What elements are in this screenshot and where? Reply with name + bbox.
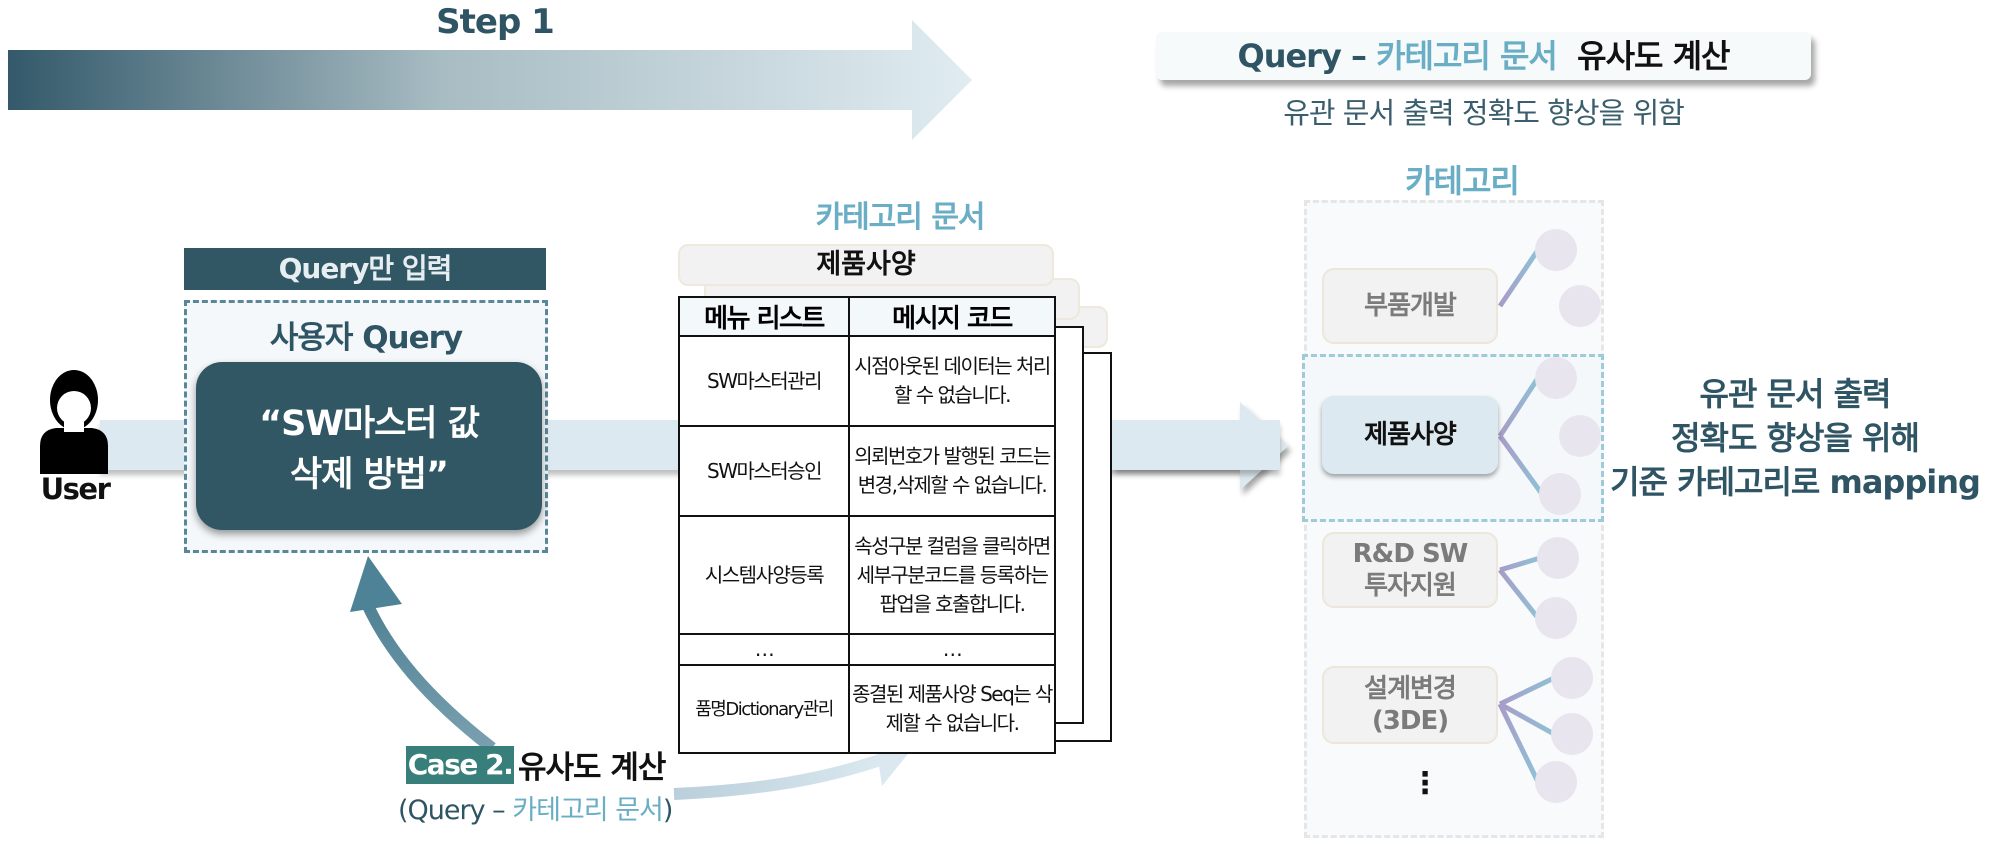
table-row: SW마스터승인 의뢰번호가 발행된 코드는 변경,삭제할 수 없습니다. xyxy=(678,425,1056,517)
category-item-design-change[interactable]: 설계변경 (3DE) xyxy=(1322,666,1498,744)
categories-label: 카테고리 xyxy=(1405,162,1520,200)
category-item-label-2: 투자지원 xyxy=(1364,571,1457,601)
category-item-label-2: (3DE) xyxy=(1371,706,1449,736)
menu-cell: 시스템사양등록 xyxy=(678,515,850,635)
step-arrow xyxy=(8,20,972,140)
query-only-banner: Query만 입력 xyxy=(184,248,546,290)
menu-cell: … xyxy=(678,633,850,666)
column-header-message: 메시지 코드 xyxy=(848,296,1056,337)
step-label: Step 1 xyxy=(436,2,555,42)
curved-arrow-right xyxy=(673,754,882,800)
document-table: 메뉴 리스트 메시지 코드 SW마스터관리 시점아웃된 데이터는 처리할 수 없… xyxy=(678,296,1056,754)
case-badge-number: 2. xyxy=(485,748,514,781)
table-header-row: 메뉴 리스트 메시지 코드 xyxy=(678,296,1056,337)
category-item-label: 제품사양 xyxy=(1364,420,1457,450)
query-card: “SW마스터 값 삭제 방법” xyxy=(196,362,542,530)
query-text-line1: “SW마스터 값 xyxy=(259,404,480,444)
category-leaf-node xyxy=(1559,415,1601,457)
column-header-menu: 메뉴 리스트 xyxy=(678,296,850,337)
message-cell: 시점아웃된 데이터는 처리할 수 없습니다. xyxy=(848,335,1056,427)
category-leaf-node xyxy=(1535,597,1577,639)
user-query-label: 사용자 Query xyxy=(269,320,463,356)
category-item-label: R&D SW xyxy=(1352,539,1469,569)
category-branch xyxy=(1498,568,1540,620)
case-badge: Case 2. xyxy=(406,746,514,784)
category-branch xyxy=(1497,376,1541,438)
category-item-label: 설계변경 xyxy=(1364,674,1457,704)
menu-cell: 품명Dictionary관리 xyxy=(678,664,850,754)
message-cell: … xyxy=(848,633,1056,666)
category-branch xyxy=(1498,675,1556,707)
table-row: 품명Dictionary관리 종결된 제품사양 Seq는 삭제할 수 없습니다. xyxy=(678,664,1056,754)
document-title: 제품사양 xyxy=(678,244,1054,286)
category-leaf-node xyxy=(1535,761,1577,803)
category-leaf-node xyxy=(1535,357,1577,399)
title-similarity: 유사도 계산 xyxy=(1577,37,1730,75)
curved-arrow-up-head xyxy=(350,556,402,612)
menu-cell: SW마스터관리 xyxy=(678,335,850,427)
message-cell: 종결된 제품사양 Seq는 삭제할 수 없습니다. xyxy=(848,664,1056,754)
category-leaf-node xyxy=(1559,285,1601,327)
title-category-doc: 카테고리 문서 xyxy=(1376,37,1558,75)
category-item-product-spec[interactable]: 제품사양 xyxy=(1322,396,1498,474)
category-branch xyxy=(1497,702,1541,784)
category-item-rnd-sw[interactable]: R&D SW 투자지원 xyxy=(1322,532,1498,608)
mapping-line1: 유관 문서 출력 xyxy=(1699,375,1892,413)
case-badge-word: Case xyxy=(407,748,479,781)
case-subtitle: (Query – 카테고리 문서) xyxy=(398,788,674,827)
mapping-description: 유관 문서 출력 정확도 향상을 위해 기준 카테고리로 mapping xyxy=(1600,372,1990,504)
mapping-line2: 정확도 향상을 위해 xyxy=(1671,419,1920,457)
user-icon xyxy=(40,370,108,474)
curved-arrow-up xyxy=(356,589,496,753)
query-text-line2: 삭제 방법” xyxy=(290,455,449,495)
case-sub-query: (Query – xyxy=(398,795,506,826)
category-branch xyxy=(1497,248,1541,308)
category-leaf-node xyxy=(1551,657,1593,699)
category-tree xyxy=(1497,229,1601,803)
case-sub-category-doc: 카테고리 문서 xyxy=(512,795,664,826)
case-title: 유사도 계산 xyxy=(518,750,666,786)
more-categories-ellipsis: ⋮ xyxy=(1410,766,1440,801)
category-leaf-node xyxy=(1537,537,1579,579)
message-cell: 의뢰번호가 발행된 코드는 변경,삭제할 수 없습니다. xyxy=(848,425,1056,517)
menu-cell: SW마스터승인 xyxy=(678,425,850,517)
category-leaf-node xyxy=(1539,473,1581,515)
case-sub-close: ) xyxy=(662,795,674,826)
category-item-label: 부품개발 xyxy=(1364,291,1457,321)
category-branch xyxy=(1498,701,1556,737)
table-row: SW마스터관리 시점아웃된 데이터는 처리할 수 없습니다. xyxy=(678,335,1056,427)
title-query: Query – xyxy=(1237,37,1366,75)
category-leaf-node xyxy=(1535,229,1577,271)
user-label: User xyxy=(40,472,111,506)
category-document-label: 카테고리 문서 xyxy=(815,200,985,235)
header-subtitle: 유관 문서 출력 정확도 향상을 위함 xyxy=(1283,96,1685,130)
mapping-line3: 기준 카테고리로 mapping xyxy=(1610,463,1981,501)
category-branch xyxy=(1497,434,1545,496)
category-branch xyxy=(1499,555,1541,573)
category-leaf-node xyxy=(1551,713,1593,755)
header-title-card: Query – 카테고리 문서 유사도 계산 xyxy=(1156,32,1811,80)
message-cell: 속성구분 컬럼을 클릭하면 세부구분코드를 등록하는 팝업을 호출합니다. xyxy=(848,515,1056,635)
category-item-parts-dev[interactable]: 부품개발 xyxy=(1322,268,1498,344)
table-row: 시스템사양등록 속성구분 컬럼을 클릭하면 세부구분코드를 등록하는 팝업을 호… xyxy=(678,515,1056,635)
table-row: … … xyxy=(678,633,1056,666)
